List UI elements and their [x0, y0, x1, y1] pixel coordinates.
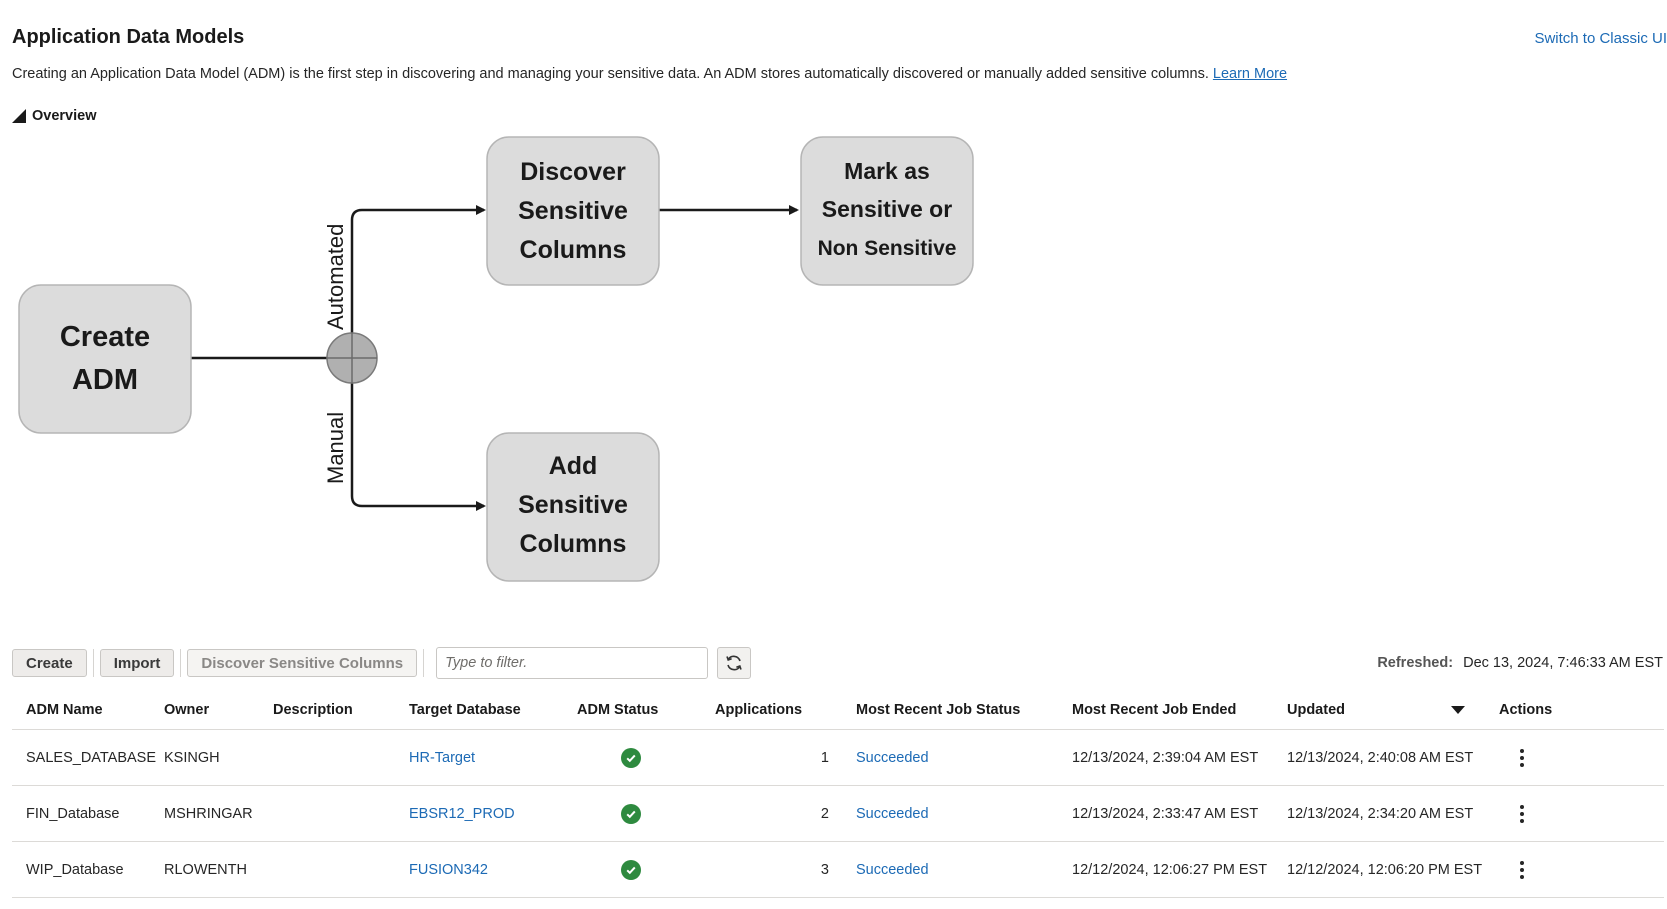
import-button[interactable]: Import — [99, 649, 175, 677]
applications-cell: 2 — [820, 805, 829, 822]
success-check-icon — [621, 747, 641, 768]
discover-line-1: Discover — [520, 158, 626, 186]
add-line-2: Sensitive — [518, 491, 628, 519]
kebab-menu-icon[interactable] — [1512, 744, 1532, 772]
job-ended-cell: 12/13/2024, 2:39:04 AM EST — [1072, 749, 1259, 766]
column-header-job-ended[interactable]: Most Recent Job Ended — [1072, 701, 1237, 718]
row-actions-cell — [1512, 842, 1532, 897]
applications-cell: 3 — [820, 861, 829, 878]
adm-name-cell: FIN_Database — [26, 805, 120, 822]
column-header-description[interactable]: Description — [273, 701, 353, 718]
column-header-adm-name[interactable]: ADM Name — [26, 701, 103, 718]
target-database-link[interactable]: HR-Target — [409, 749, 476, 766]
overview-toggle[interactable]: Overview — [12, 108, 97, 124]
refreshed-value: Dec 13, 2024, 7:46:33 AM EST — [1463, 655, 1663, 671]
target-database-link[interactable]: EBSR12_PROD — [409, 805, 515, 822]
toolbar-divider — [92, 649, 94, 677]
mark-box: Mark as Sensitive or Non Sensitive — [800, 136, 974, 286]
job-status-link[interactable]: Succeeded — [856, 805, 929, 822]
junction-icon — [326, 332, 378, 384]
refreshed-label: Refreshed: — [1377, 655, 1454, 671]
adm-name-cell: SALES_DATABASE — [26, 749, 157, 766]
owner-cell: MSHRINGAR — [164, 805, 253, 822]
collapse-triangle-icon[interactable] — [12, 109, 26, 123]
updated-cell: 12/13/2024, 2:34:20 AM EST — [1287, 805, 1474, 822]
mark-line-3: Non Sensitive — [818, 237, 957, 260]
kebab-menu-icon[interactable] — [1512, 856, 1532, 884]
table-row[interactable]: FIN_Database MSHRINGAR EBSR12_PROD 2 Suc… — [12, 786, 1664, 842]
learn-more-link[interactable]: Learn More — [1212, 66, 1288, 82]
adm-flow-diagram: Automated Manual Create ADM Discover Sen… — [18, 136, 974, 582]
table-row[interactable]: WIP_Database RLOWENTH FUSION342 3 Succee… — [12, 842, 1664, 898]
column-header-job-status[interactable]: Most Recent Job Status — [856, 701, 1021, 718]
success-check-icon — [621, 859, 641, 880]
overview-label: Overview — [32, 108, 97, 124]
automated-connector — [350, 205, 486, 334]
sort-descending-icon[interactable] — [1451, 690, 1465, 729]
page-title: Application Data Models — [12, 26, 245, 48]
kebab-menu-icon[interactable] — [1512, 800, 1532, 828]
adm-table: ADM Name Owner Description Target Databa… — [12, 690, 1664, 898]
create-button[interactable]: Create — [12, 649, 87, 677]
add-line-3: Columns — [520, 530, 627, 558]
switch-to-classic-link[interactable]: Switch to Classic UI — [1534, 30, 1667, 47]
create-adm-line-2: ADM — [72, 364, 138, 396]
adm-status-cell — [621, 786, 641, 841]
owner-cell: RLOWENTH — [164, 861, 247, 878]
discover-line-2: Sensitive — [518, 197, 628, 225]
intro-text: Creating an Application Data Model (ADM)… — [12, 66, 1287, 82]
refresh-button[interactable] — [717, 647, 752, 679]
table-row[interactable]: SALES_DATABASE KSINGH HR-Target 1 Succee… — [12, 730, 1664, 786]
row-actions-cell — [1512, 786, 1532, 841]
discover-sensitive-columns-button[interactable]: Discover Sensitive Columns — [187, 649, 418, 677]
target-database-link[interactable]: FUSION342 — [409, 861, 488, 878]
job-status-link[interactable]: Succeeded — [856, 861, 929, 878]
mark-line-2: Sensitive or — [822, 196, 952, 222]
toolbar-divider — [423, 649, 425, 677]
column-header-target-database[interactable]: Target Database — [409, 701, 521, 718]
updated-cell: 12/13/2024, 2:40:08 AM EST — [1287, 749, 1474, 766]
automated-label: Automated — [323, 224, 348, 330]
column-header-owner[interactable]: Owner — [164, 701, 210, 718]
column-header-adm-status[interactable]: ADM Status — [577, 701, 659, 718]
row-actions-cell — [1512, 730, 1532, 785]
add-box: Add Sensitive Columns — [486, 432, 660, 582]
column-header-applications[interactable]: Applications — [715, 701, 803, 718]
discover-box: Discover Sensitive Columns — [486, 136, 660, 286]
filter-input[interactable]: Type to filter. — [436, 647, 709, 679]
column-header-actions: Actions — [1499, 701, 1553, 718]
create-adm-box: Create ADM — [18, 284, 192, 434]
create-adm-line-1: Create — [60, 321, 150, 353]
updated-cell: 12/12/2024, 12:06:20 PM EST — [1287, 861, 1483, 878]
intro-description: Creating an Application Data Model (ADM)… — [12, 66, 1209, 82]
discover-line-3: Columns — [520, 236, 627, 264]
adm-status-cell — [621, 730, 641, 785]
adm-status-cell — [621, 842, 641, 897]
applications-cell: 1 — [820, 749, 829, 766]
manual-label: Manual — [323, 412, 348, 484]
mark-line-1: Mark as — [844, 158, 930, 184]
success-check-icon — [621, 803, 641, 824]
manual-connector — [350, 382, 486, 511]
toolbar-divider — [180, 649, 182, 677]
table-header-row: ADM Name Owner Description Target Databa… — [12, 690, 1664, 730]
refresh-icon — [726, 655, 742, 671]
owner-cell: KSINGH — [164, 749, 220, 766]
job-ended-cell: 12/13/2024, 2:33:47 AM EST — [1072, 805, 1259, 822]
refreshed-status: Refreshed: Dec 13, 2024, 7:46:33 AM EST — [1377, 655, 1663, 671]
add-line-1: Add — [549, 452, 598, 480]
job-ended-cell: 12/12/2024, 12:06:27 PM EST — [1072, 861, 1268, 878]
column-header-updated[interactable]: Updated — [1287, 701, 1345, 718]
table-toolbar: Create Import Discover Sensitive Columns… — [12, 646, 752, 680]
adm-name-cell: WIP_Database — [26, 861, 124, 878]
job-status-link[interactable]: Succeeded — [856, 749, 929, 766]
